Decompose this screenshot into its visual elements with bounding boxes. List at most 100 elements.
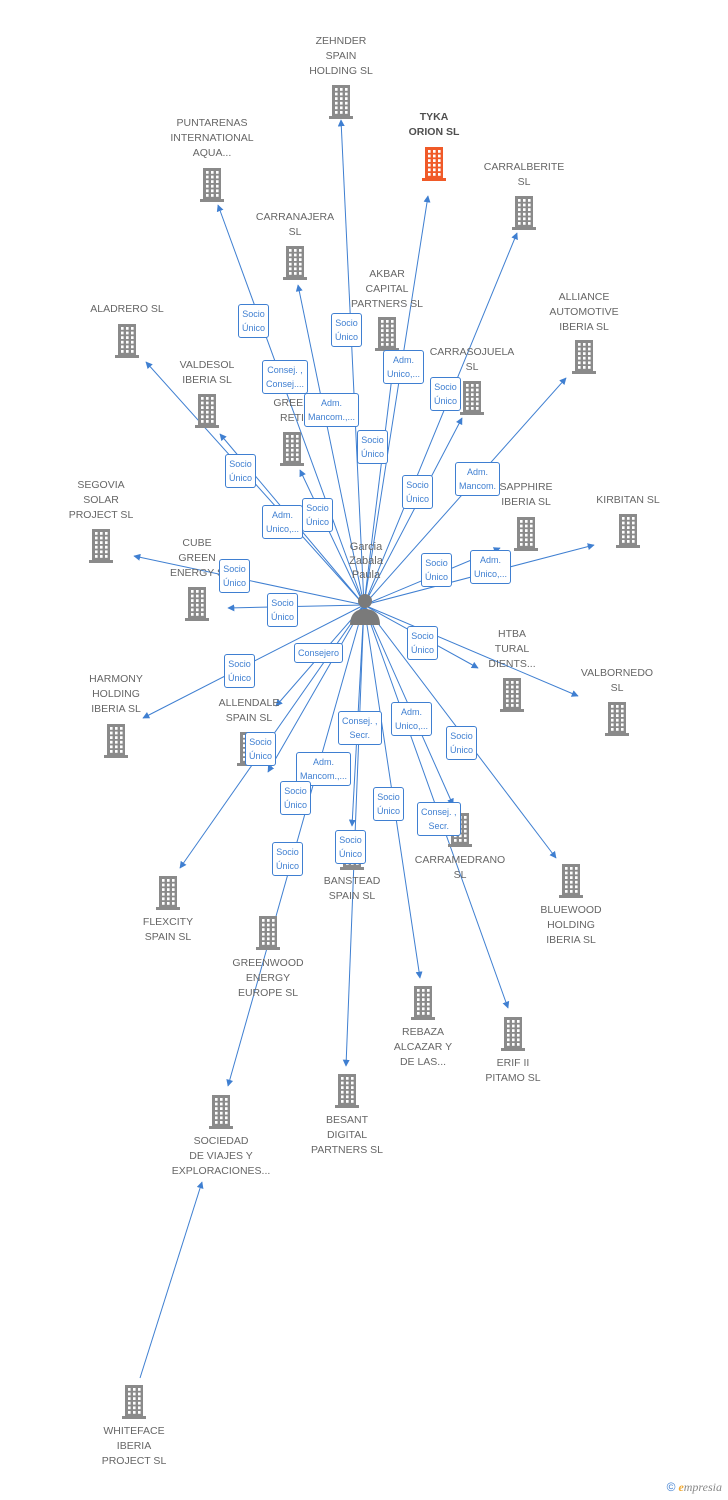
building-icon[interactable] (375, 317, 399, 351)
company-label-harmony[interactable]: HARMONY HOLDING IBERIA SL (89, 673, 143, 715)
relation-label[interactable]: Consejero (294, 643, 344, 663)
relation-label[interactable]: Socio Único (331, 313, 363, 347)
relation-label[interactable]: Socio Único (272, 842, 304, 876)
building-icon[interactable] (512, 196, 536, 230)
relation-edge (363, 232, 518, 606)
building-icon[interactable] (559, 864, 583, 898)
company-label-carralberite[interactable]: CARRALBERITE SL (483, 161, 565, 188)
building-icon[interactable] (122, 1385, 146, 1419)
company-label-besant[interactable]: BESANT DIGITAL PARTNERS SL (311, 1114, 383, 1156)
company-label-bluewood[interactable]: BLUEWOOD HOLDING IBERIA SL (540, 904, 602, 946)
company-label-greenwood[interactable]: GREENWOOD ENERGY EUROPE SL (232, 957, 304, 999)
relation-label[interactable]: Adm. Mancom.,... (296, 752, 352, 786)
company-label-segovia[interactable]: SEGOVIA SOLAR PROJECT SL (68, 479, 134, 521)
relation-edge (363, 195, 431, 606)
relation-label[interactable]: Socio Único (225, 454, 257, 488)
company-label-valbornedo[interactable]: VALBORNEDO SL (580, 667, 654, 694)
building-icon[interactable] (209, 1095, 233, 1129)
relation-label[interactable]: Adm. Mancom.,... (304, 393, 360, 427)
relation-label[interactable]: Socio Único (267, 593, 299, 627)
company-label-akbar[interactable]: AKBAR CAPITAL PARTNERS SL (351, 268, 423, 310)
building-icon[interactable] (156, 876, 180, 910)
relation-label[interactable]: Socio Único (224, 654, 256, 688)
relation-edge (363, 351, 398, 606)
building-icon[interactable] (460, 381, 484, 415)
building-icon[interactable] (195, 394, 219, 428)
relation-label[interactable]: Socio Único (446, 726, 478, 760)
company-label-zehnder[interactable]: ZEHNDER SPAIN HOLDING SL (309, 35, 373, 77)
brand-footer[interactable]: © empresia (667, 1480, 722, 1495)
building-icon[interactable] (514, 517, 538, 551)
relation-label[interactable]: Socio Único (280, 781, 312, 815)
relation-label[interactable]: Socio Único (335, 830, 367, 864)
relation-edge (267, 604, 365, 773)
building-icon[interactable] (89, 529, 113, 563)
company-label-carranajera[interactable]: CARRANAJERA SL (255, 211, 335, 238)
brand-logo: empresia (678, 1480, 722, 1494)
company-label-alliance[interactable]: ALLIANCE AUTOMOTIVE IBERIA SL (549, 291, 619, 333)
building-icon[interactable] (335, 1074, 359, 1108)
relation-label[interactable]: Socio Único (357, 430, 389, 464)
relation-edge (299, 469, 365, 606)
company-label-carrasojuela[interactable]: CARRASOJUELA SL (429, 346, 515, 373)
relation-label[interactable]: Socio Único (430, 377, 462, 411)
building-icon[interactable] (283, 246, 307, 280)
building-icon[interactable] (280, 432, 304, 466)
building-icon[interactable] (605, 702, 629, 736)
relation-label[interactable]: Consej. , Secr. (417, 802, 461, 836)
copyright-symbol: © (666, 1480, 676, 1494)
company-label-banstead[interactable]: BANSTEAD SPAIN SL (323, 875, 381, 902)
relation-label[interactable]: Socio Único (373, 787, 405, 821)
relation-label[interactable]: Socio Único (302, 498, 334, 532)
relation-edge (363, 604, 579, 697)
relation-label[interactable]: Socio Único (421, 553, 453, 587)
company-label-erif[interactable]: ERIF II PITAMO SL (485, 1057, 541, 1084)
center-person-label: Garcia Zabala Paula (349, 541, 383, 581)
relation-label[interactable]: Consej. , Consej.... (262, 360, 309, 394)
building-icon[interactable] (256, 916, 280, 950)
company-label-carramedrano[interactable]: CARRAMEDRANO SL (414, 854, 506, 881)
building-icon[interactable] (411, 986, 435, 1020)
company-label-flexcity[interactable]: FLEXCITY SPAIN SL (142, 916, 194, 943)
relation-label[interactable]: Adm. Unico,... (470, 550, 512, 584)
building-icon[interactable] (115, 324, 139, 358)
company-label-sociedad[interactable]: SOCIEDAD DE VIAJES Y EXPLORACIONES... (171, 1135, 271, 1177)
building-icon[interactable] (501, 1017, 525, 1051)
relation-label[interactable]: Socio Único (219, 559, 251, 593)
relation-label[interactable]: Adm. Mancom. (455, 462, 501, 496)
relation-label[interactable]: Adm. Unico,... (262, 505, 304, 539)
relation-label[interactable]: Socio Único (245, 732, 277, 766)
building-icon[interactable] (422, 147, 446, 181)
company-label-greenretiro[interactable]: GREEN RETI (273, 397, 311, 424)
company-label-puntarenas[interactable]: PUNTARENAS INTERNATIONAL AQUA... (170, 117, 254, 159)
company-label-kirbitan[interactable]: KIRBITAN SL (596, 494, 660, 506)
relation-label[interactable]: Socio Único (407, 626, 439, 660)
relation-edge (216, 204, 365, 606)
company-label-sapphire[interactable]: SAPPHIRE IBERIA SL (499, 481, 553, 508)
building-icon[interactable] (329, 85, 353, 119)
company-label-whiteface[interactable]: WHITEFACE IBERIA PROJECT SL (101, 1425, 167, 1467)
relation-label[interactable]: Adm. Unico,... (391, 702, 433, 736)
company-label-htba[interactable]: HTBA TURAL DIENTS... (488, 628, 536, 670)
relation-label[interactable]: Socio Único (238, 304, 270, 338)
company-label-valdesol[interactable]: VALDESOL IBERIA SL (179, 359, 235, 386)
relation-edge (139, 1181, 204, 1379)
relation-edge (363, 417, 463, 606)
relation-edge (295, 284, 365, 606)
relation-edge (337, 119, 365, 606)
building-icon[interactable] (500, 678, 524, 712)
company-label-tyka[interactable]: TYKA ORION SL (408, 111, 460, 138)
building-icon[interactable] (616, 514, 640, 548)
building-icon[interactable] (185, 587, 209, 621)
person-icon[interactable] (348, 592, 382, 631)
relation-label[interactable]: Adm. Unico,... (383, 350, 425, 384)
company-label-allendale[interactable]: ALLENDALE SPAIN SL (218, 697, 280, 724)
company-label-aladrero[interactable]: ALADRERO SL (90, 303, 164, 315)
building-icon[interactable] (104, 724, 128, 758)
building-icon[interactable] (200, 168, 224, 202)
company-label-rebaza[interactable]: REBAZA ALCAZAR Y DE LAS... (393, 1026, 453, 1068)
relation-label[interactable]: Socio Único (402, 475, 434, 509)
relation-label[interactable]: Consej. , Secr. (338, 711, 382, 745)
building-icon[interactable] (572, 340, 596, 374)
